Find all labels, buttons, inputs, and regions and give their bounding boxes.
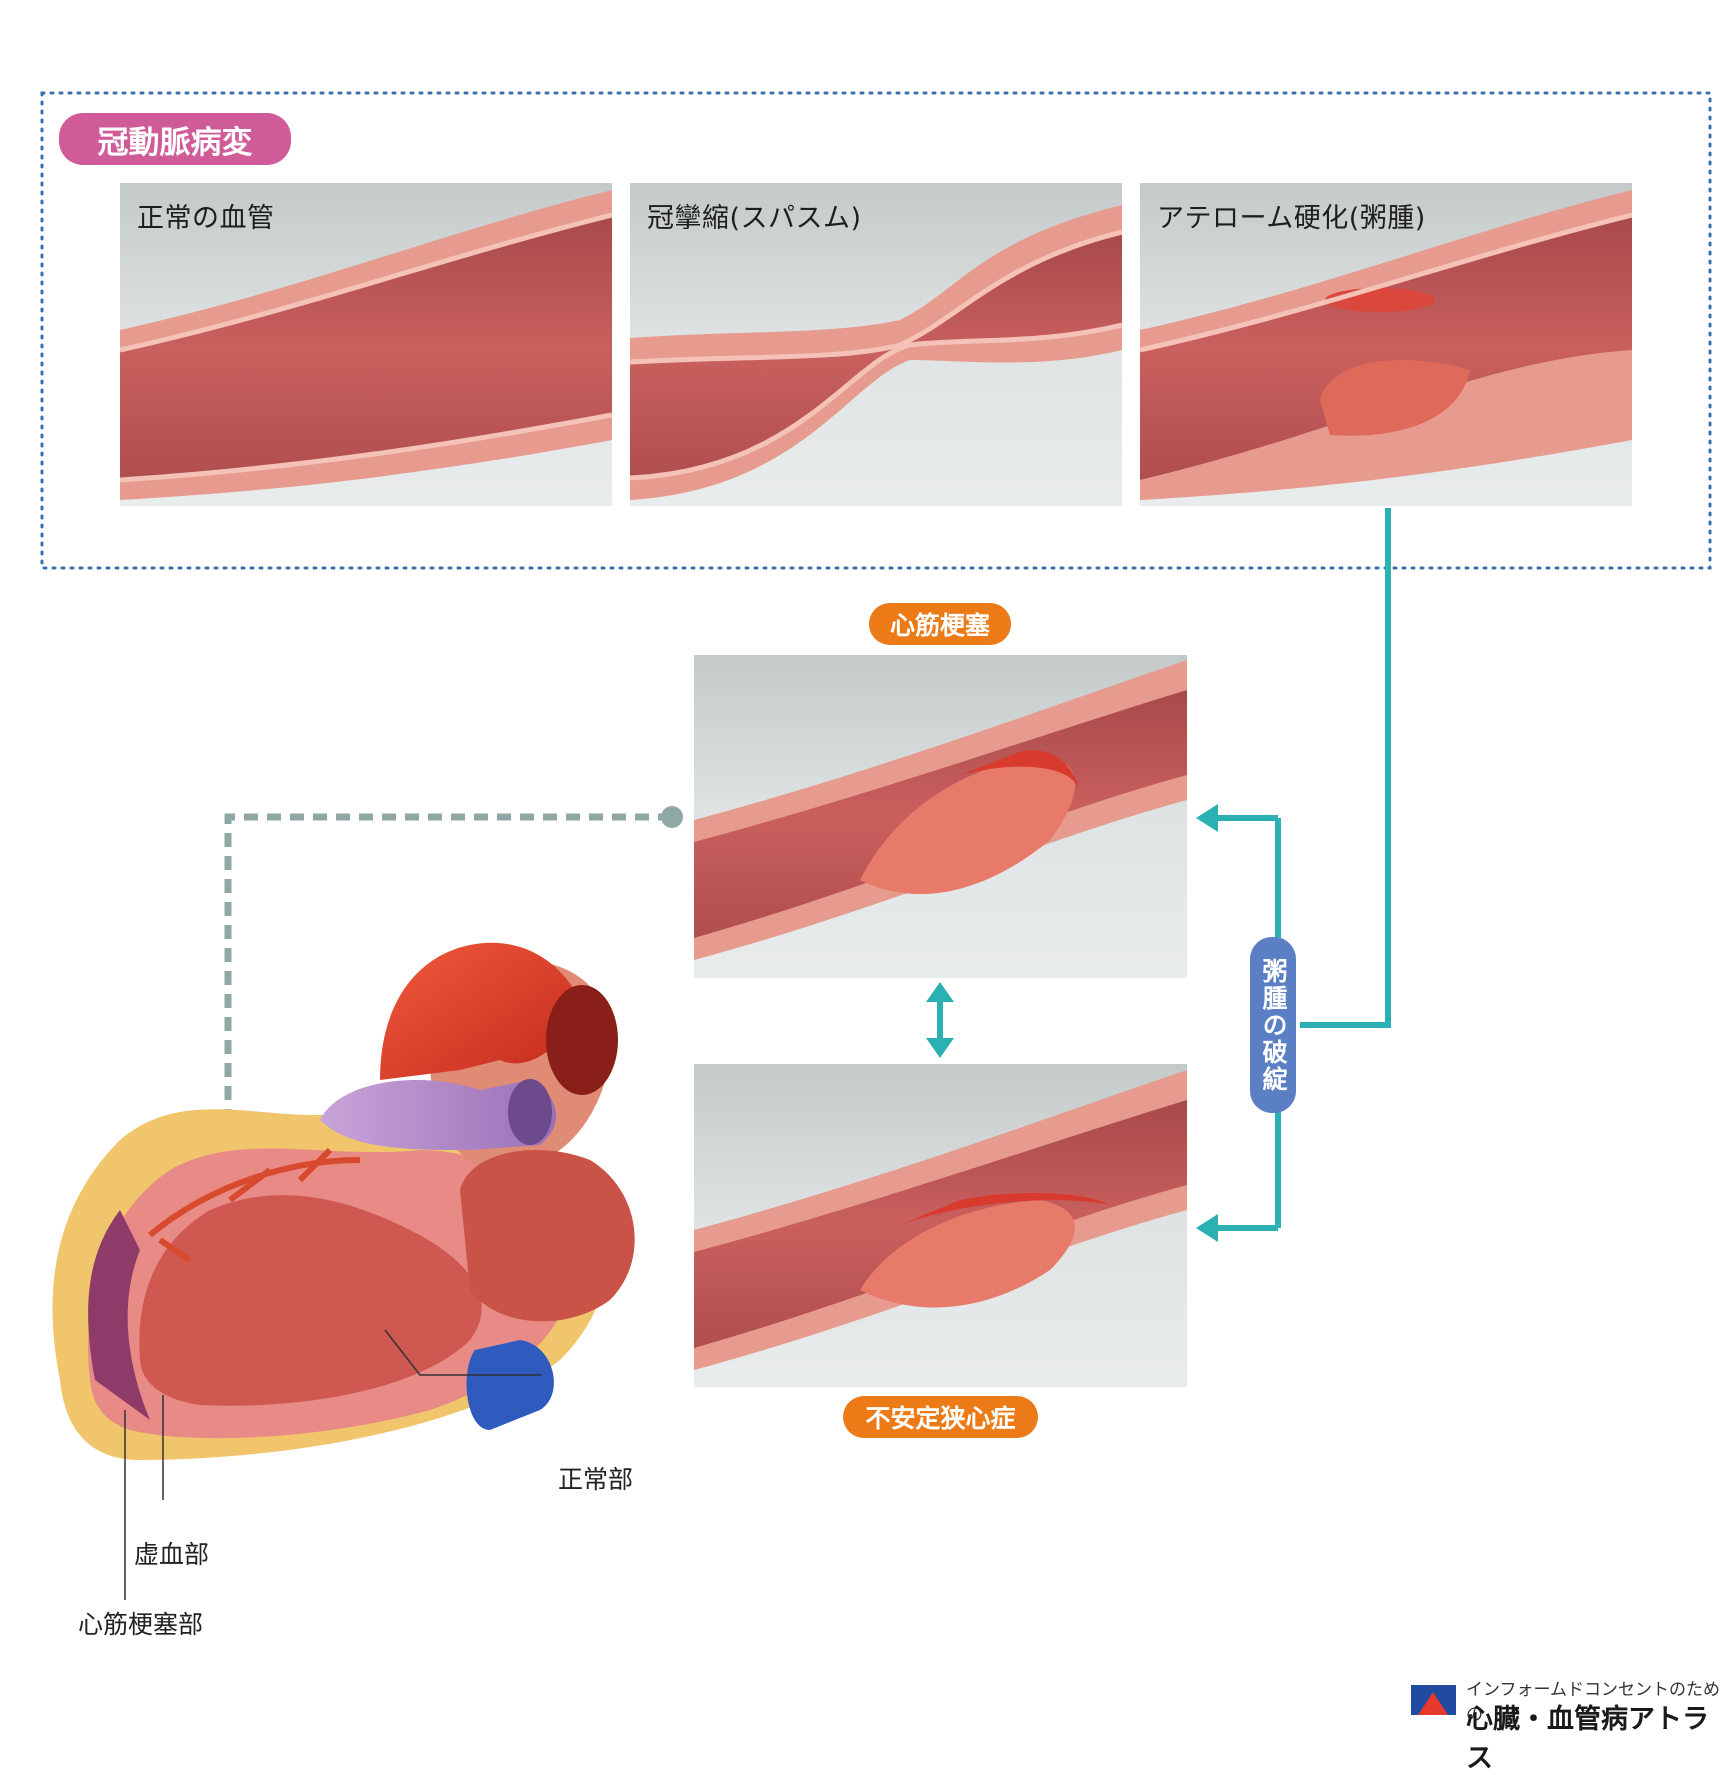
outcome-badge-angina: 不安定狭心症 — [843, 1396, 1038, 1438]
panel-label-normal: 正常の血管 — [137, 203, 275, 234]
label-normal-area: 正常部 — [558, 1465, 634, 1494]
section-title-badge: 冠動脈病変 — [59, 113, 291, 165]
panel-atheroma-vessel — [1140, 183, 1632, 506]
rupture-badge: 粥腫の破綻 — [1250, 937, 1296, 1113]
panel-angina-vessel — [694, 1064, 1187, 1387]
diagram-graphics — [40, 91, 1712, 1715]
heart-connector-dashed — [224, 813, 672, 1175]
panel-label-spasm: 冠攣縮(スパスム) — [647, 203, 862, 234]
heart-connector-dot — [661, 806, 683, 828]
arrow-to-infarction — [1196, 804, 1218, 832]
panel-label-atheroma: アテローム硬化(粥腫) — [1157, 203, 1426, 234]
panel-infarction-vessel — [694, 655, 1187, 978]
label-ischemic-area: 虚血部 — [134, 1540, 210, 1569]
brand-subtitle: インフォームドコンセントのための — [1466, 1680, 1720, 1725]
brand-logo-icon — [1411, 1685, 1456, 1715]
arrow-up-bidir — [926, 982, 954, 1002]
panel-normal-vessel — [120, 183, 612, 506]
brand-title: 心臓・血管病アトラス — [1466, 1704, 1709, 1774]
arrow-down-bidir — [926, 1038, 954, 1058]
arrow-to-angina — [1196, 1214, 1218, 1242]
label-infarct-area: 心筋梗塞部 — [78, 1610, 204, 1639]
leader-normal — [384, 1329, 542, 1376]
panel-spasm-vessel — [630, 183, 1122, 506]
outcome-badge-infarction: 心筋梗塞 — [869, 603, 1011, 645]
heart-illustration — [52, 942, 635, 1460]
lesion-frame — [40, 91, 1712, 570]
